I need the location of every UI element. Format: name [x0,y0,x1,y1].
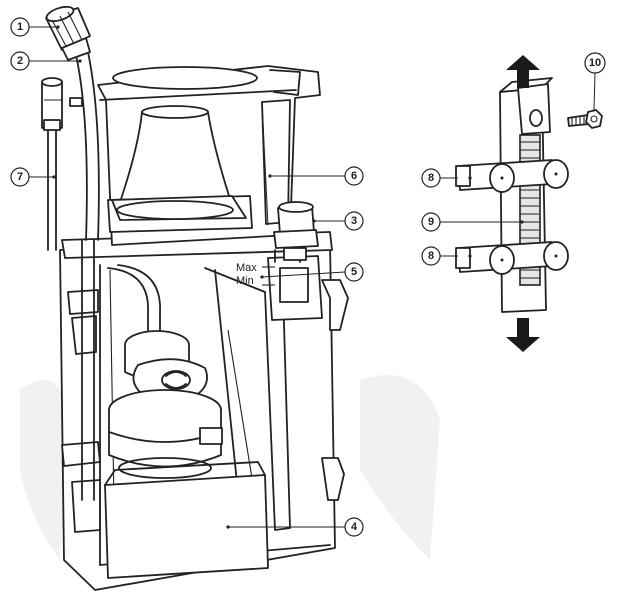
callout-leaders [29,25,596,529]
callout-8-upper: 8 [421,168,441,188]
svg-text:10: 10 [589,57,601,69]
svg-text:8: 8 [428,172,434,184]
callout-6: 6 [344,166,364,186]
air-tube [41,77,63,251]
callout-8-lower: 8 [421,246,441,266]
callout-5: 5 [344,262,364,282]
callout-2: 2 [10,51,30,71]
level-window: Max Min [236,247,323,321]
background-watermark [20,375,440,560]
callout-3: 3 [344,211,364,231]
svg-text:4: 4 [351,521,358,533]
svg-text:5: 5 [351,266,357,278]
collection-cup [97,65,321,249]
mounting-bracket [455,77,569,313]
svg-text:6: 6 [351,170,357,182]
svg-text:2: 2 [17,55,23,67]
svg-text:8: 8 [428,250,434,262]
level-min-label: Min [236,275,254,287]
callout-1: 1 [10,17,30,37]
intake-tube [45,5,100,241]
callout-10: 10 [584,52,606,74]
svg-text:9: 9 [428,216,434,228]
callout-4: 4 [344,517,364,537]
callout-9: 9 [421,212,441,232]
arrow-up-icon [506,55,540,88]
svg-text:7: 7 [17,171,23,183]
svg-text:1: 1 [17,21,23,33]
level-max-label: Max [236,262,257,274]
screw-icon [567,109,603,129]
pump-assembly [107,264,223,479]
arrow-down-icon [506,318,540,352]
svg-text:3: 3 [351,215,357,227]
skimmer-body [59,231,349,591]
callout-7: 7 [10,167,30,187]
